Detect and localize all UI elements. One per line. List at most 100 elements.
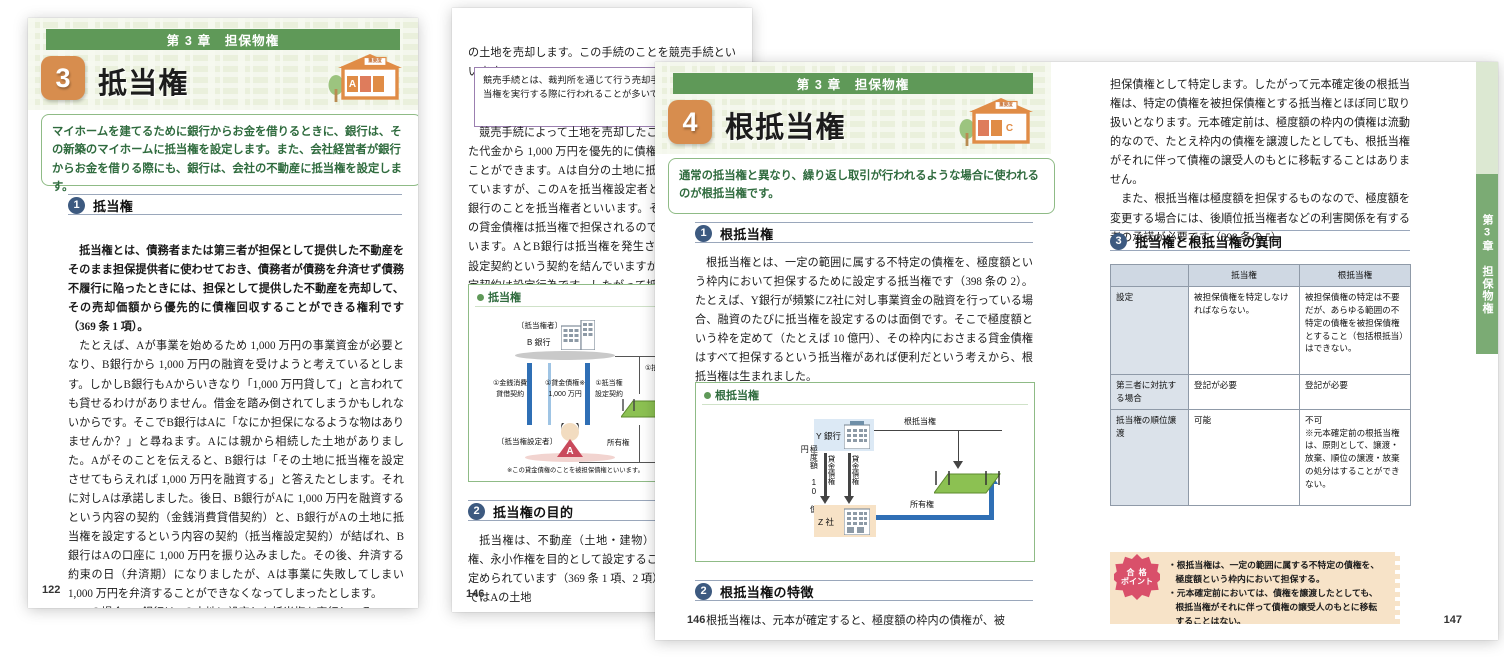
paragraph: 根抵当権とは、一定の範囲に属する不特定の債権を、極度額という枠内において担保する…	[695, 254, 1033, 388]
section-rule-top	[695, 222, 1033, 223]
intro-text-146: 通常の抵当権と異なり、繰り返し取引が行われるような場合に使われるのが根抵当権です…	[679, 170, 1039, 201]
paragraph: たとえば、Aが事業を始めるため 1,000 万円の事業資金が必要となり、B銀行か…	[68, 337, 404, 604]
intro-box-146: 通常の抵当権と異なり、繰り返し取引が行われるような場合に使われるのが根抵当権です…	[668, 158, 1055, 214]
figure-title: 根抵当権	[704, 387, 759, 403]
figure-person-shadow	[525, 453, 615, 462]
body-text-146: 根抵当権とは、一定の範囲に属する不特定の債権を、極度額という枠内において担保する…	[695, 254, 1033, 388]
house-importance-icon-146: 重要度 C	[955, 96, 1037, 148]
table-cell-neteitouken: 不可 ※元本確定前の根抵当権は、原則として、譲渡・放棄、順位の譲渡・放棄の処分は…	[1299, 408, 1411, 506]
section-heading-147-3: 3 抵当権と根抵当権の異同	[1110, 230, 1410, 251]
paragraph-text: 担保債権として特定します。したがって元本確定後の根抵当権は、特定の債権を被担保債…	[1110, 79, 1410, 187]
figure-canvas: 〔抵当権者〕 B 銀行 ①金銭消費貸借契約 ①貸金債権※1,000 万円 ①抵当…	[469, 285, 745, 481]
seal-line-1: 合 格	[1126, 567, 1148, 577]
section-bullet-1: 1	[695, 224, 712, 242]
figure-arrow3-label: ①抵当権設定契約	[595, 380, 623, 398]
table-header-row: 抵当権 根抵当権	[1110, 264, 1411, 287]
house-icon-label-146: 重要度	[999, 102, 1013, 107]
section-rule-bottom	[695, 242, 1033, 243]
chapter-header-146: 第 3 章 担保物権 4 根抵当権 重要度 C	[655, 62, 1051, 154]
figure-claim-arrowhead-2	[844, 496, 854, 504]
paragraph-text: 抵当権とは、債務者または第三者が担保として提供した不動産をそのまま担保提供者に使…	[68, 245, 404, 334]
figure-rule	[702, 404, 1028, 405]
page-title-122: 抵当権	[98, 68, 189, 100]
table-row-label: 設定	[1110, 285, 1189, 375]
figure-mortgage-line-down	[958, 430, 959, 462]
figure-right-line-down	[639, 356, 640, 394]
section-number-badge-146: 4	[668, 100, 712, 144]
body-text-122: 抵当権とは、債務者または第三者が担保として提供した不動産をそのまま担保提供者に使…	[68, 242, 404, 608]
point-text: ・根抵当権は、一定の範囲に属する不特定の債権を、極度額という枠内において担保する…	[1168, 558, 1382, 624]
section-rule-top	[1110, 230, 1410, 231]
figure-bank-shadow	[515, 351, 615, 360]
figure-limit-label: 極度額 10 億円	[800, 445, 819, 513]
table-cell-neteitouken: 登記が必要	[1299, 373, 1411, 410]
figure-claim-label-2: 貸金債権	[851, 455, 860, 485]
section-rule-top	[468, 500, 736, 501]
paragraph: また、根抵当権は極度額を担保するものなので、極度額を変更する場合には、後順位抵当…	[1110, 190, 1410, 247]
section-heading-mid-2: 2 抵当権の目的	[468, 500, 736, 521]
intro-text-122: マイホームを建てるために銀行からお金を借りるときに、銀行は、その新築のマイホーム…	[52, 126, 402, 193]
paragraph-text: たとえば、Aが事業を始めるため 1,000 万円の事業資金が必要となり、B銀行か…	[68, 340, 404, 601]
paragraph: この場合、B銀行はAの土地に設定した抵当権を実行し、そ	[68, 604, 404, 608]
perforation-edge	[1391, 552, 1400, 624]
section-rule-bottom	[1110, 250, 1410, 251]
figure-ownership-up	[639, 425, 640, 462]
arrow-loan-contract	[527, 363, 532, 425]
figure-ownership-label: 所有権	[910, 500, 934, 509]
house-importance-icon-122: 重要度 A	[324, 52, 406, 104]
house-icon-label-122: 重要度	[368, 58, 382, 63]
section-title-146-2: 根抵当権の特徴	[720, 584, 814, 600]
chapter-band-122: 第 3 章 担保物権	[46, 29, 400, 50]
seal-line-2: ポイント	[1121, 577, 1153, 586]
figure-footnote: ※この貸金債権のことを被担保債権といいます。	[507, 467, 644, 474]
figure-bank-name: B 銀行	[527, 338, 551, 347]
page-number-middle: 146	[466, 588, 485, 600]
figure-claim-label-1: 貸金債権	[827, 455, 836, 485]
section-rule-top	[695, 580, 1033, 581]
section-bullet-3: 3	[1110, 232, 1127, 250]
page-number-146: 146	[687, 614, 706, 626]
house-icon-grade-146: C	[1005, 122, 1014, 134]
figure-ownership-label: 所有権	[607, 438, 630, 447]
figure-bank-name: Y 銀行	[816, 431, 841, 441]
paragraph: 根抵当権は、元本が確定すると、極度額の枠内の債権が、被	[695, 612, 1033, 631]
body2-text-146: 根抵当権は、元本が確定すると、極度額の枠内の債権が、被	[695, 612, 1033, 631]
side-tab-top-block	[1476, 62, 1498, 174]
figure-mortgage-line	[874, 430, 1002, 431]
body-text-147: 担保債権として特定します。したがって元本確定後の根抵当権は、特定の債権を被担保債…	[1110, 76, 1410, 248]
table-col-empty	[1110, 264, 1189, 287]
page-spread-146-147: 第 3 章 担保物権 4 根抵当権 重要度 C	[655, 62, 1498, 640]
section-number-badge-122: 3	[41, 56, 85, 100]
paragraph: 抵当権とは、債務者または第三者が担保として提供した不動産をそのまま担保提供者に使…	[68, 242, 404, 337]
pass-point-seal: 合 格 ポイント	[1114, 554, 1160, 600]
figure-canvas: Y 銀行	[696, 383, 1034, 561]
figure-ownership-line	[876, 515, 994, 520]
figure-title: 抵当権	[477, 289, 521, 305]
point-item: ・根抵当権は、一定の範囲に属する不特定の債権を、極度額という枠内において担保する…	[1168, 560, 1380, 585]
table-cell-teitouken: 登記が必要	[1188, 373, 1300, 410]
figure-title-text: 根抵当権	[715, 390, 759, 402]
figure-neteitouken: 根抵当権 Y 銀行	[695, 382, 1035, 562]
figure-mortgage-label: 根抵当権	[904, 417, 936, 426]
figure-bullet-icon	[477, 293, 484, 301]
section-rule-top	[68, 194, 402, 195]
table-row: 第三者に対抗する場合 登記が必要 登記が必要	[1110, 373, 1411, 410]
section-heading-146-1: 1 根抵当権	[695, 222, 1033, 243]
chapter-header-122: 第 3 章 担保物権 3 抵当権 重要度	[28, 18, 418, 110]
svg-text:A: A	[566, 446, 573, 457]
side-tab-label: 第3章 担保物権	[1481, 213, 1493, 315]
paragraph-text: 根抵当権とは、一定の範囲に属する不特定の債権を、極度額という枠内において担保する…	[695, 257, 1033, 384]
paragraph-text: この場合、B銀行はAの土地に設定した抵当権を実行し、そ	[79, 607, 372, 608]
section-title-146-1: 根抵当権	[720, 226, 774, 242]
note-box-text: 競売手続とは、裁判所を通じて行う売却手続のことです。抵当権を実行する際に行われる…	[483, 76, 733, 101]
page-number-147: 147	[1443, 614, 1462, 626]
section-heading-146-2: 2 根抵当権の特徴	[695, 580, 1033, 601]
figure-claim-arrowhead-1	[820, 496, 830, 504]
figure-ownership-up	[989, 483, 994, 517]
point-item: ・元本確定前においては、債権を譲渡したとしても、根抵当権がそれに伴って債権の譲受…	[1168, 588, 1378, 624]
figure-rule	[475, 306, 731, 307]
paragraph-text: また、根抵当権は極度額を担保するものなので、極度額を変更する場合には、後順位抵当…	[1110, 193, 1410, 244]
table-cell-teitouken: 被担保債権を特定しなければならない。	[1188, 285, 1300, 375]
comparison-table: 抵当権 根抵当権 設定 被担保債権を特定しなければならない。 被担保債権の特定は…	[1110, 264, 1411, 506]
section-rule-bottom	[68, 214, 402, 215]
